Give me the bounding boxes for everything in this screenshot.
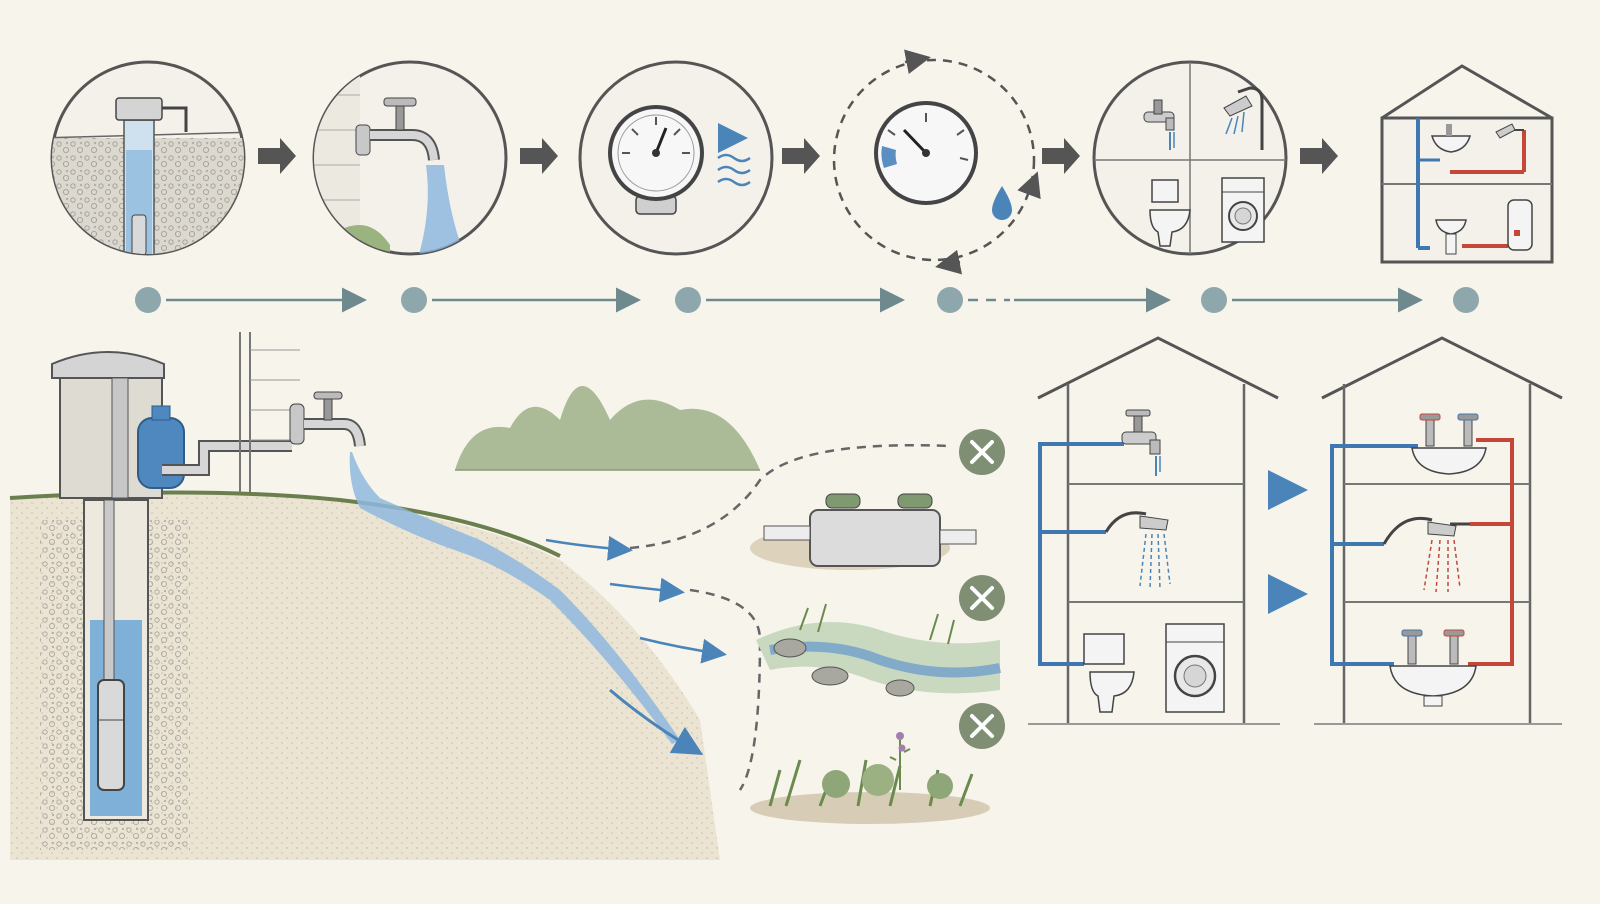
gauge-cycle-icon [832,49,1041,275]
timeline-node [675,287,701,313]
blocked-badge [959,429,1005,475]
outdoor-faucet-icon [312,60,508,256]
stream-icon [756,603,1001,697]
blocked-badge [959,703,1005,749]
timeline-node [937,287,963,313]
step-arrow [520,138,558,174]
timeline [135,287,1479,313]
step-arrow [1042,138,1080,174]
step-arrow [782,138,820,174]
house-plumbing-icon [1380,64,1554,264]
timeline-node [401,287,427,313]
blocked-badge [959,575,1005,621]
garden-icon [750,732,990,824]
hot-cold-house [1314,336,1563,725]
timeline-node [1453,287,1479,313]
cold-water-house [1028,336,1280,725]
step-arrow [1300,138,1338,174]
septic-tank-icon [750,493,977,570]
timeline-node [1201,287,1227,313]
step-arrow [258,138,296,174]
pressure-gauge-icon [578,60,774,256]
well-pump-icon [50,60,246,256]
household-fixtures-icon [1092,60,1288,256]
well-scene [9,332,760,860]
timeline-node [135,287,161,313]
outcome-paths [629,443,951,791]
